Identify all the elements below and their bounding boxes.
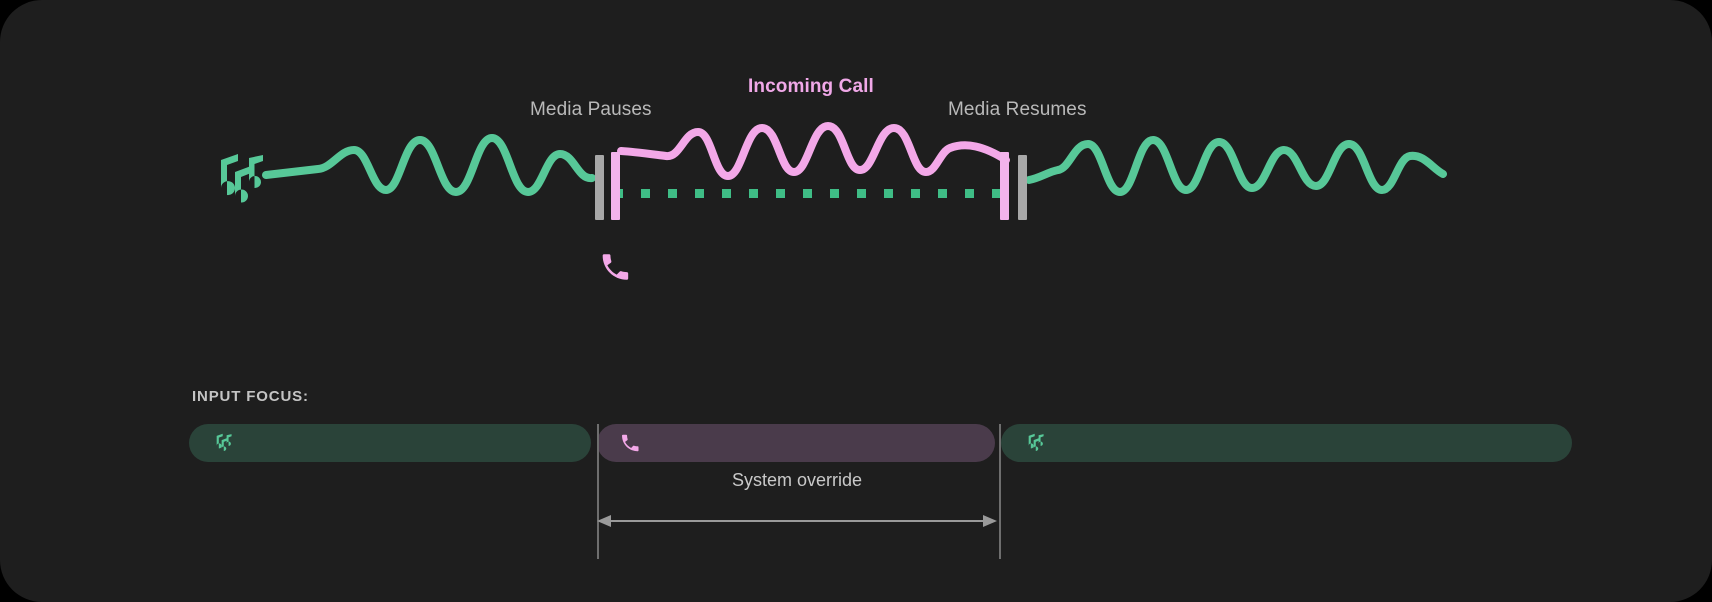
focus-lane-media-after[interactable]: [1001, 424, 1572, 462]
focus-lane-media-before[interactable]: [189, 424, 591, 462]
media-waveform-before: [262, 134, 596, 196]
media-pauses-label: Media Pauses: [530, 99, 652, 120]
phone-icon: [622, 434, 639, 452]
media-pause-marker-gray: [595, 155, 604, 220]
media-resume-marker-gray: [1018, 155, 1027, 220]
media-resumes-label: Media Resumes: [948, 99, 1087, 120]
incoming-call-label: Incoming Call: [748, 76, 874, 97]
call-start-marker: [611, 152, 620, 220]
muted-media-track: [614, 189, 1004, 198]
input-focus-label: INPUT FOCUS:: [192, 388, 309, 405]
system-override-arrow: [597, 515, 997, 527]
call-waveform: [617, 122, 1010, 180]
phone-icon: [602, 254, 629, 280]
input-focus-section: INPUT FOCUS:: [0, 372, 1712, 602]
system-override-label: System override: [731, 470, 863, 490]
focus-lane-call[interactable]: [597, 424, 995, 462]
call-end-marker: [1000, 152, 1009, 220]
override-guide-left: [597, 424, 599, 559]
media-waveform-after: [1025, 136, 1447, 196]
music-notes-icon: [221, 154, 263, 203]
override-guide-right: [999, 424, 1001, 559]
music-notes-icon: [1028, 433, 1044, 451]
audio-focus-timeline: Incoming Call Media Pauses Media Resumes: [221, 76, 1447, 280]
music-notes-icon: [216, 433, 232, 451]
